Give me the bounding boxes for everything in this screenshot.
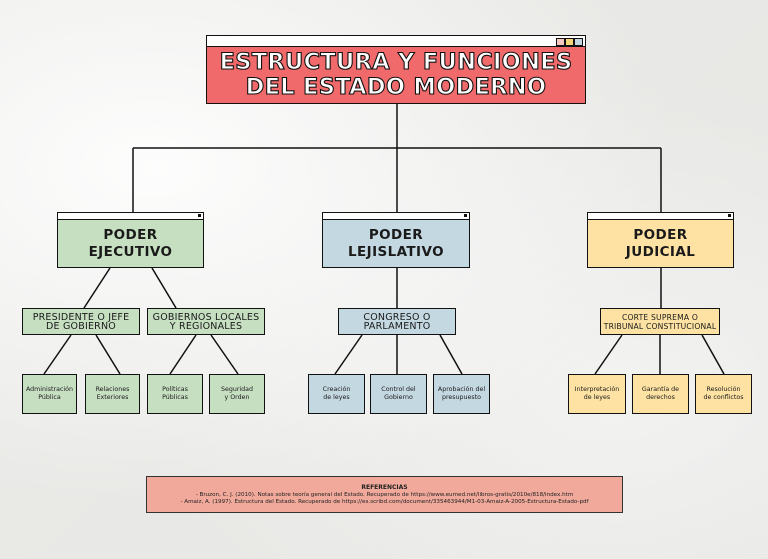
sub-box-gobiernos-locales: GOBIERNOS LOCALES Y REGIONALES [147, 308, 265, 335]
leaf-line-2: presupuesto [441, 394, 482, 401]
leaf-line-1: Aprobación del [437, 386, 486, 393]
leaf-box-seguridad-orden: Seguridad y Orden [209, 374, 265, 414]
leaf-line-1: Interpretación [574, 386, 620, 393]
references-box: REFERENCIAS - Bruzon, C. J. (2010). Nota… [146, 476, 623, 513]
sub-box-congreso: CONGRESO O PARLAMENTO [338, 308, 456, 335]
reference-item: - Bruzon, C. J. (2010). Notas sobre teor… [195, 491, 574, 498]
power-name: EJECUTIVO [88, 243, 173, 260]
leaf-line-1: Políticas [162, 386, 188, 393]
leaf-box-creacion-leyes: Creación de leyes [308, 374, 365, 414]
title-line-2: DEL ESTADO MODERNO [245, 74, 547, 100]
power-window-bar [57, 212, 204, 219]
title-line-1: ESTRUCTURA Y FUNCIONES [219, 49, 573, 75]
leaf-box-control-gobierno: Control del Gobierno [370, 374, 427, 414]
power-name: LEJISLATIVO [348, 243, 444, 260]
sub-line-2: PARLAMENTO [363, 320, 431, 332]
sub-line-2: TRIBUNAL CONSTITUCIONAL [603, 321, 717, 331]
leaf-line-2: derechos [646, 394, 675, 401]
leaf-box-interpretacion-leyes: Interpretación de leyes [568, 374, 626, 414]
power-label: PODER [103, 226, 158, 243]
leaf-box-relaciones-exteriores: Relaciones Exteriores [85, 374, 140, 414]
window-button-icon [565, 38, 574, 46]
leaf-line-1: Creación [322, 386, 351, 393]
sub-box-presidente: PRESIDENTE O JEFE DE GOBIERNO [22, 308, 140, 335]
leaf-box-administracion-publica: Administración Pública [22, 374, 77, 414]
leaf-line-1: Garantía de [641, 386, 680, 393]
sub-box-corte-suprema: CORTE SUPREMA O TRIBUNAL CONSTITUCIONAL [600, 308, 720, 335]
leaf-box-politicas-publicas: Políticas Públicas [147, 374, 203, 414]
sub-line-1: GOBIERNOS LOCALES [152, 311, 260, 323]
sub-line-2: Y REGIONALES [169, 320, 243, 332]
power-window-bar [587, 212, 734, 219]
window-button-icon [556, 38, 565, 46]
power-box-judicial: PODER JUDICIAL [587, 219, 734, 268]
sub-line-1: PRESIDENTE O JEFE [32, 311, 130, 323]
power-label: PODER [368, 226, 424, 243]
window-button-icon [574, 38, 583, 46]
sub-line-2: DE GOBIERNO [46, 320, 116, 332]
power-name: JUDICIAL [625, 243, 696, 260]
leaf-line-1: Administración [25, 386, 74, 393]
sub-line-1: CONGRESO O [363, 311, 431, 323]
references-heading: REFERENCIAS [361, 483, 408, 491]
power-box-ejecutivo: PODER EJECUTIVO [57, 219, 204, 268]
leaf-line-2: y Orden [224, 394, 250, 401]
leaf-box-garantia-derechos: Garantía de derechos [632, 374, 689, 414]
reference-item: - Amaiz, A. (1997). Estructura del Estad… [180, 498, 589, 505]
leaf-line-2: Pública [38, 394, 61, 401]
leaf-line-2: Gobierno [384, 394, 413, 401]
main-title: ESTRUCTURA Y FUNCIONES DEL ESTADO MODERN… [206, 46, 586, 104]
power-box-legislativo: PODER LEJISLATIVO [322, 219, 470, 268]
leaf-line-1: Relaciones [95, 386, 130, 393]
title-window-bar [206, 35, 586, 47]
leaf-line-2: Públicas [162, 394, 188, 401]
power-window-bar [322, 212, 470, 219]
leaf-box-aprobacion-presupuesto: Aprobación del presupuesto [433, 374, 490, 414]
leaf-line-2: de leyes [583, 394, 611, 401]
leaf-line-2: de leyes [323, 394, 350, 401]
sub-line-1: CORTE SUPREMA O [621, 312, 699, 322]
leaf-line-1: Resolución [706, 386, 741, 393]
leaf-line-1: Control del [381, 386, 416, 393]
leaf-line-1: Seguridad [220, 386, 254, 393]
power-label: PODER [633, 226, 688, 243]
leaf-box-resolucion-conflictos: Resolución de conflictos [695, 374, 752, 414]
leaf-line-2: de conflictos [703, 394, 744, 401]
leaf-line-2: Exteriores [96, 394, 129, 401]
